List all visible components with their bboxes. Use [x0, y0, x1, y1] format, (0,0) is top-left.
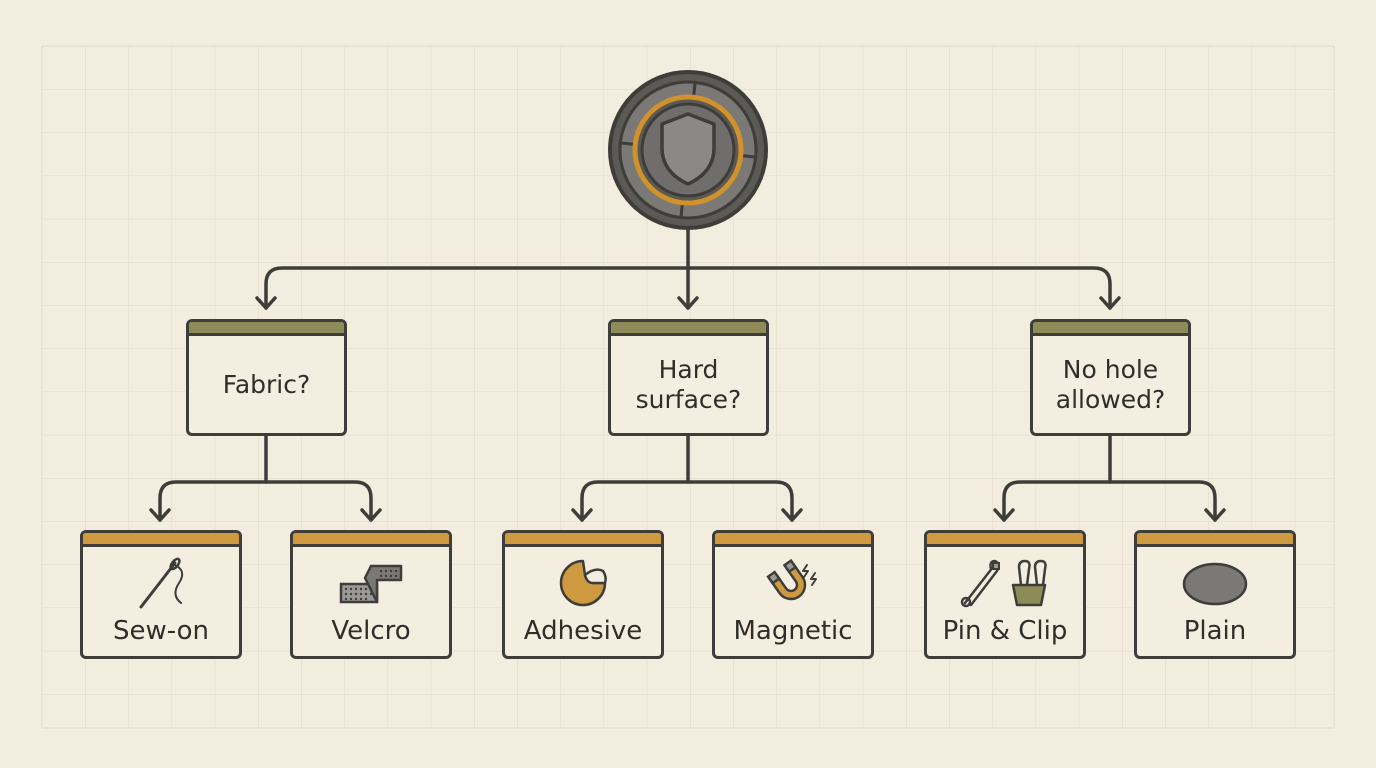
leaf-label: Plain	[1183, 616, 1247, 646]
leaf-label: Velcro	[331, 616, 411, 646]
no-hole-connectors	[993, 434, 1226, 522]
question-label: Hard surface?	[635, 354, 742, 414]
question-no-hole-allowed: No hole allowed?	[1030, 319, 1191, 436]
node-header-bar	[1033, 322, 1188, 336]
leaf-sew-on: Sew-on	[80, 530, 242, 659]
safety-pin-clip-icon	[927, 555, 1083, 611]
node-header-bar	[611, 322, 766, 336]
node-header-bar	[189, 322, 344, 336]
plain-oval-icon	[1137, 555, 1293, 611]
node-header-bar	[293, 533, 449, 547]
leaf-label: Magnetic	[733, 616, 853, 646]
leaf-label: Sew-on	[112, 616, 209, 646]
magnet-icon	[715, 555, 871, 611]
node-header-bar	[505, 533, 661, 547]
leaf-magnetic: Magnetic	[712, 530, 874, 659]
leaf-adhesive: Adhesive	[502, 530, 664, 659]
question-label: No hole allowed?	[1055, 354, 1166, 414]
sticker-icon	[505, 555, 661, 611]
leaf-label: Pin & Clip	[942, 616, 1068, 646]
needle-thread-icon	[83, 555, 239, 611]
leaf-label: Adhesive	[523, 616, 643, 646]
node-header-bar	[715, 533, 871, 547]
leaf-pin-and-clip: Pin & Clip	[924, 530, 1086, 659]
velcro-strips-icon	[293, 555, 449, 611]
leaf-velcro: Velcro	[290, 530, 452, 659]
question-fabric: Fabric?	[186, 319, 347, 436]
leaf-plain: Plain	[1134, 530, 1296, 659]
hard-surface-connectors	[571, 434, 803, 522]
fabric-connectors	[149, 434, 382, 522]
node-header-bar	[83, 533, 239, 547]
shield-badge-icon	[608, 70, 768, 230]
question-label: Fabric?	[222, 369, 311, 399]
node-header-bar	[927, 533, 1083, 547]
question-hard-surface: Hard surface?	[608, 319, 769, 436]
node-header-bar	[1137, 533, 1293, 547]
